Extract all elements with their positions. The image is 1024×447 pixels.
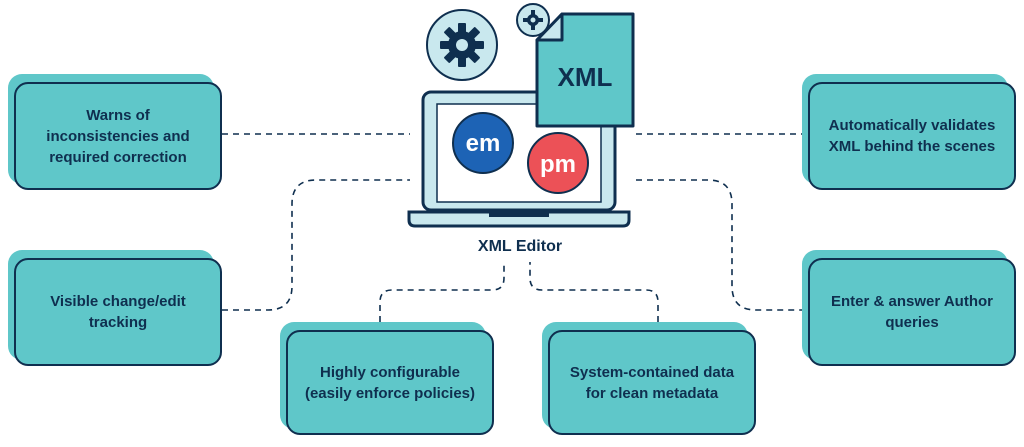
pm-badge-label: pm <box>540 151 576 178</box>
connector-queries <box>636 179 808 311</box>
feature-card-warns: Warns of inconsistencies and required co… <box>8 74 222 190</box>
small-gear-icon <box>516 3 550 37</box>
large-gear-icon <box>426 9 498 81</box>
feature-card-queries: Enter & answer Author queries <box>802 250 1016 366</box>
connector-system <box>529 262 659 322</box>
feature-text: Warns of inconsistencies and required co… <box>46 106 190 166</box>
feature-card-validates: Automatically validates XML behind the s… <box>802 74 1016 190</box>
feature-text: Automatically validates XML behind the s… <box>828 117 996 155</box>
xml-editor-caption: XML Editor <box>477 238 563 255</box>
pm-badge: pm <box>527 132 589 194</box>
editor-illustration: XML em pm <box>407 3 635 228</box>
connector-tracking <box>222 179 410 311</box>
feature-text: Highly configurable (easily enforce poli… <box>304 363 476 402</box>
feature-text: Enter & answer Author queries <box>831 293 993 331</box>
em-badge: em <box>452 112 514 174</box>
em-badge-label: em <box>466 130 501 157</box>
xml-file-icon: XML <box>535 12 635 128</box>
feature-card-configurable: Highly configurable (easily enforce poli… <box>280 322 494 435</box>
feature-text: Visible change/edit tracking <box>50 293 186 331</box>
feature-card-system: System-contained data for clean metadata <box>542 322 756 435</box>
connector-configurable <box>379 262 505 322</box>
xml-file-label: XML <box>558 62 613 92</box>
feature-text: System-contained data for clean metadata <box>569 363 735 402</box>
feature-card-tracking: Visible change/edit tracking <box>8 250 222 366</box>
